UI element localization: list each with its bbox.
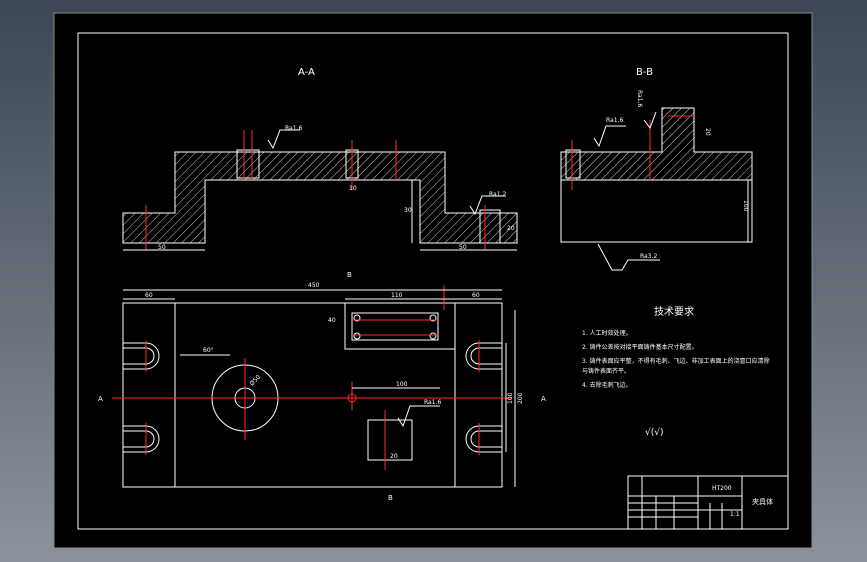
notes-item: 1. 人工时效处理。 <box>582 329 632 337</box>
title-block-scale: 1:1 <box>730 511 740 518</box>
title-block: HT200 夹具体 1:1 <box>627 475 789 530</box>
section-aa-rough-right: Ra1.2 <box>489 191 506 198</box>
notes-heading: 技术要求 <box>654 305 694 318</box>
plan-u-slot <box>465 425 502 453</box>
roughness-symbol <box>267 129 300 150</box>
plan-dim-middle: 110 <box>391 292 403 299</box>
title-block-drawing-name: 夹具体 <box>752 497 773 506</box>
plan-top-recess <box>344 302 456 350</box>
section-aa-rough-top: Ra1.6 <box>285 125 302 132</box>
notes-item: 与铸件表面齐平。 <box>582 367 630 375</box>
plan-slot <box>351 312 439 341</box>
plan-dim-small: 20 <box>390 453 398 460</box>
technical-requirements: 技术要求 1. 人工时效处理。 2. 铸件公差按对接平面铸件基本尺寸配置。 3.… <box>582 305 770 438</box>
plan-dim-left: 60 <box>145 292 153 299</box>
title-block-material: HT200 <box>712 485 732 492</box>
roughness-symbol <box>469 195 506 216</box>
plan-section-b-bottom: B <box>388 494 393 502</box>
plan-small-recess <box>367 419 413 461</box>
section-aa-pocket-right <box>479 209 501 244</box>
drawing-frame <box>77 32 789 530</box>
section-bb-dim-height: 100 <box>742 200 749 212</box>
section-aa-body <box>122 151 518 244</box>
section-bb-rough-bottom: Ra3.2 <box>640 253 657 260</box>
plan-u-slot <box>123 425 160 453</box>
plan-dim-right-h2: 200 <box>517 392 524 404</box>
section-aa-dim-right: 50 <box>459 244 467 251</box>
notes-roughness-other: √(√) <box>645 427 664 438</box>
plan-dim-angle: 60° <box>203 347 214 354</box>
section-aa-dim-right-h: 20 <box>507 225 515 232</box>
plan-section-a-left: A <box>98 395 103 403</box>
plan-u-slot-inner <box>470 347 502 365</box>
section-bb-pocket <box>565 149 581 179</box>
section-aa-dim-inner: 10 <box>349 185 357 192</box>
plan-u-slot-inner <box>123 347 155 365</box>
roughness-symbol <box>643 111 657 130</box>
roughness-symbol <box>397 405 440 428</box>
notes-item: 2. 铸件公差按对接平面铸件基本尺寸配置。 <box>582 343 698 351</box>
plan-u-slot <box>123 342 160 370</box>
roughness-symbol <box>593 125 626 148</box>
plan-section-b-top: B <box>347 271 352 279</box>
plan-view: 450 60 110 60 40 Ø50 60° 100 100 200 20 … <box>98 271 546 502</box>
section-aa-view: A-A Ra1.6 Ra1.2 50 50 30 20 10 <box>122 67 518 251</box>
plan-dim-right-h1: 100 <box>507 392 514 404</box>
section-bb-base <box>560 179 753 243</box>
section-aa-title: A-A <box>298 67 315 78</box>
drawing-sheet <box>53 12 813 549</box>
plan-dim-right: 60 <box>472 292 480 299</box>
section-aa-dim-left: 50 <box>158 244 166 251</box>
plan-section-a-right: A <box>541 395 546 403</box>
plan-u-slot-inner <box>123 430 155 448</box>
plan-u-slot <box>465 342 502 370</box>
plan-slot-hole <box>429 332 437 340</box>
notes-item: 3. 铸件表面应平整，不得有毛刺、飞边、非加工表面上的浇冒口应清除 <box>582 357 770 365</box>
plan-u-slot-inner <box>470 430 502 448</box>
section-bb-rough-side: Ra1.6 <box>636 90 643 107</box>
plan-dim-offset: 100 <box>396 381 408 388</box>
plan-slot-hole <box>353 314 361 322</box>
plan-slot-hole <box>429 314 437 322</box>
roughness-symbol <box>597 243 660 271</box>
section-bb-title: B-B <box>636 67 653 78</box>
section-bb-dim-step: 20 <box>704 128 711 136</box>
plan-outline <box>122 302 503 488</box>
section-bb-view: B-B 100 20 Ra1.6 Ra1.6 Ra3.2 <box>560 67 753 271</box>
section-bb-rough-top: Ra1.6 <box>606 117 623 124</box>
plan-dim-slot: 40 <box>328 317 336 324</box>
section-aa-pocket-left <box>236 149 260 179</box>
plan-slot-hole <box>353 332 361 340</box>
section-aa-dim-height: 30 <box>404 207 412 214</box>
plan-rough-center: Ra1.6 <box>424 399 441 406</box>
plan-dim-overall: 450 <box>308 282 320 289</box>
notes-item: 4. 去除毛刺飞边。 <box>582 381 632 389</box>
